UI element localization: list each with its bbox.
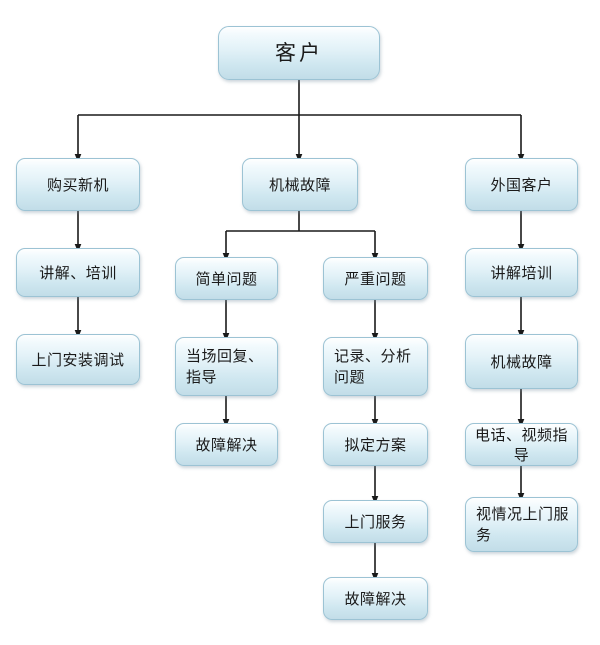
node-phone-video-guidance[interactable]: 电话、视频指导 <box>465 423 578 466</box>
node-explain-training[interactable]: 讲解、培训 <box>16 248 140 297</box>
node-foreign-customer[interactable]: 外国客户 <box>465 158 578 211</box>
node-explain-training-foreign[interactable]: 讲解培训 <box>465 248 578 297</box>
node-mechanical-failure-foreign[interactable]: 机械故障 <box>465 334 578 389</box>
node-onsite-service[interactable]: 上门服务 <box>323 500 428 543</box>
node-buy-new-machine[interactable]: 购买新机 <box>16 158 140 211</box>
node-mechanical-failure[interactable]: 机械故障 <box>242 158 358 211</box>
node-onsite-service-if-needed[interactable]: 视情况上门服务 <box>465 497 578 552</box>
node-severe-problem[interactable]: 严重问题 <box>323 257 428 300</box>
node-draft-plan[interactable]: 拟定方案 <box>323 423 428 466</box>
node-onsite-reply-guidance[interactable]: 当场回复、指导 <box>175 337 278 396</box>
node-simple-problem[interactable]: 简单问题 <box>175 257 278 300</box>
node-failure-resolved-severe[interactable]: 故障解决 <box>323 577 428 620</box>
node-failure-resolved-simple[interactable]: 故障解决 <box>175 423 278 466</box>
node-root-customer[interactable]: 客户 <box>218 26 380 80</box>
node-record-analyze-problem[interactable]: 记录、分析问题 <box>323 337 428 396</box>
node-onsite-install-debug[interactable]: 上门安装调试 <box>16 334 140 385</box>
